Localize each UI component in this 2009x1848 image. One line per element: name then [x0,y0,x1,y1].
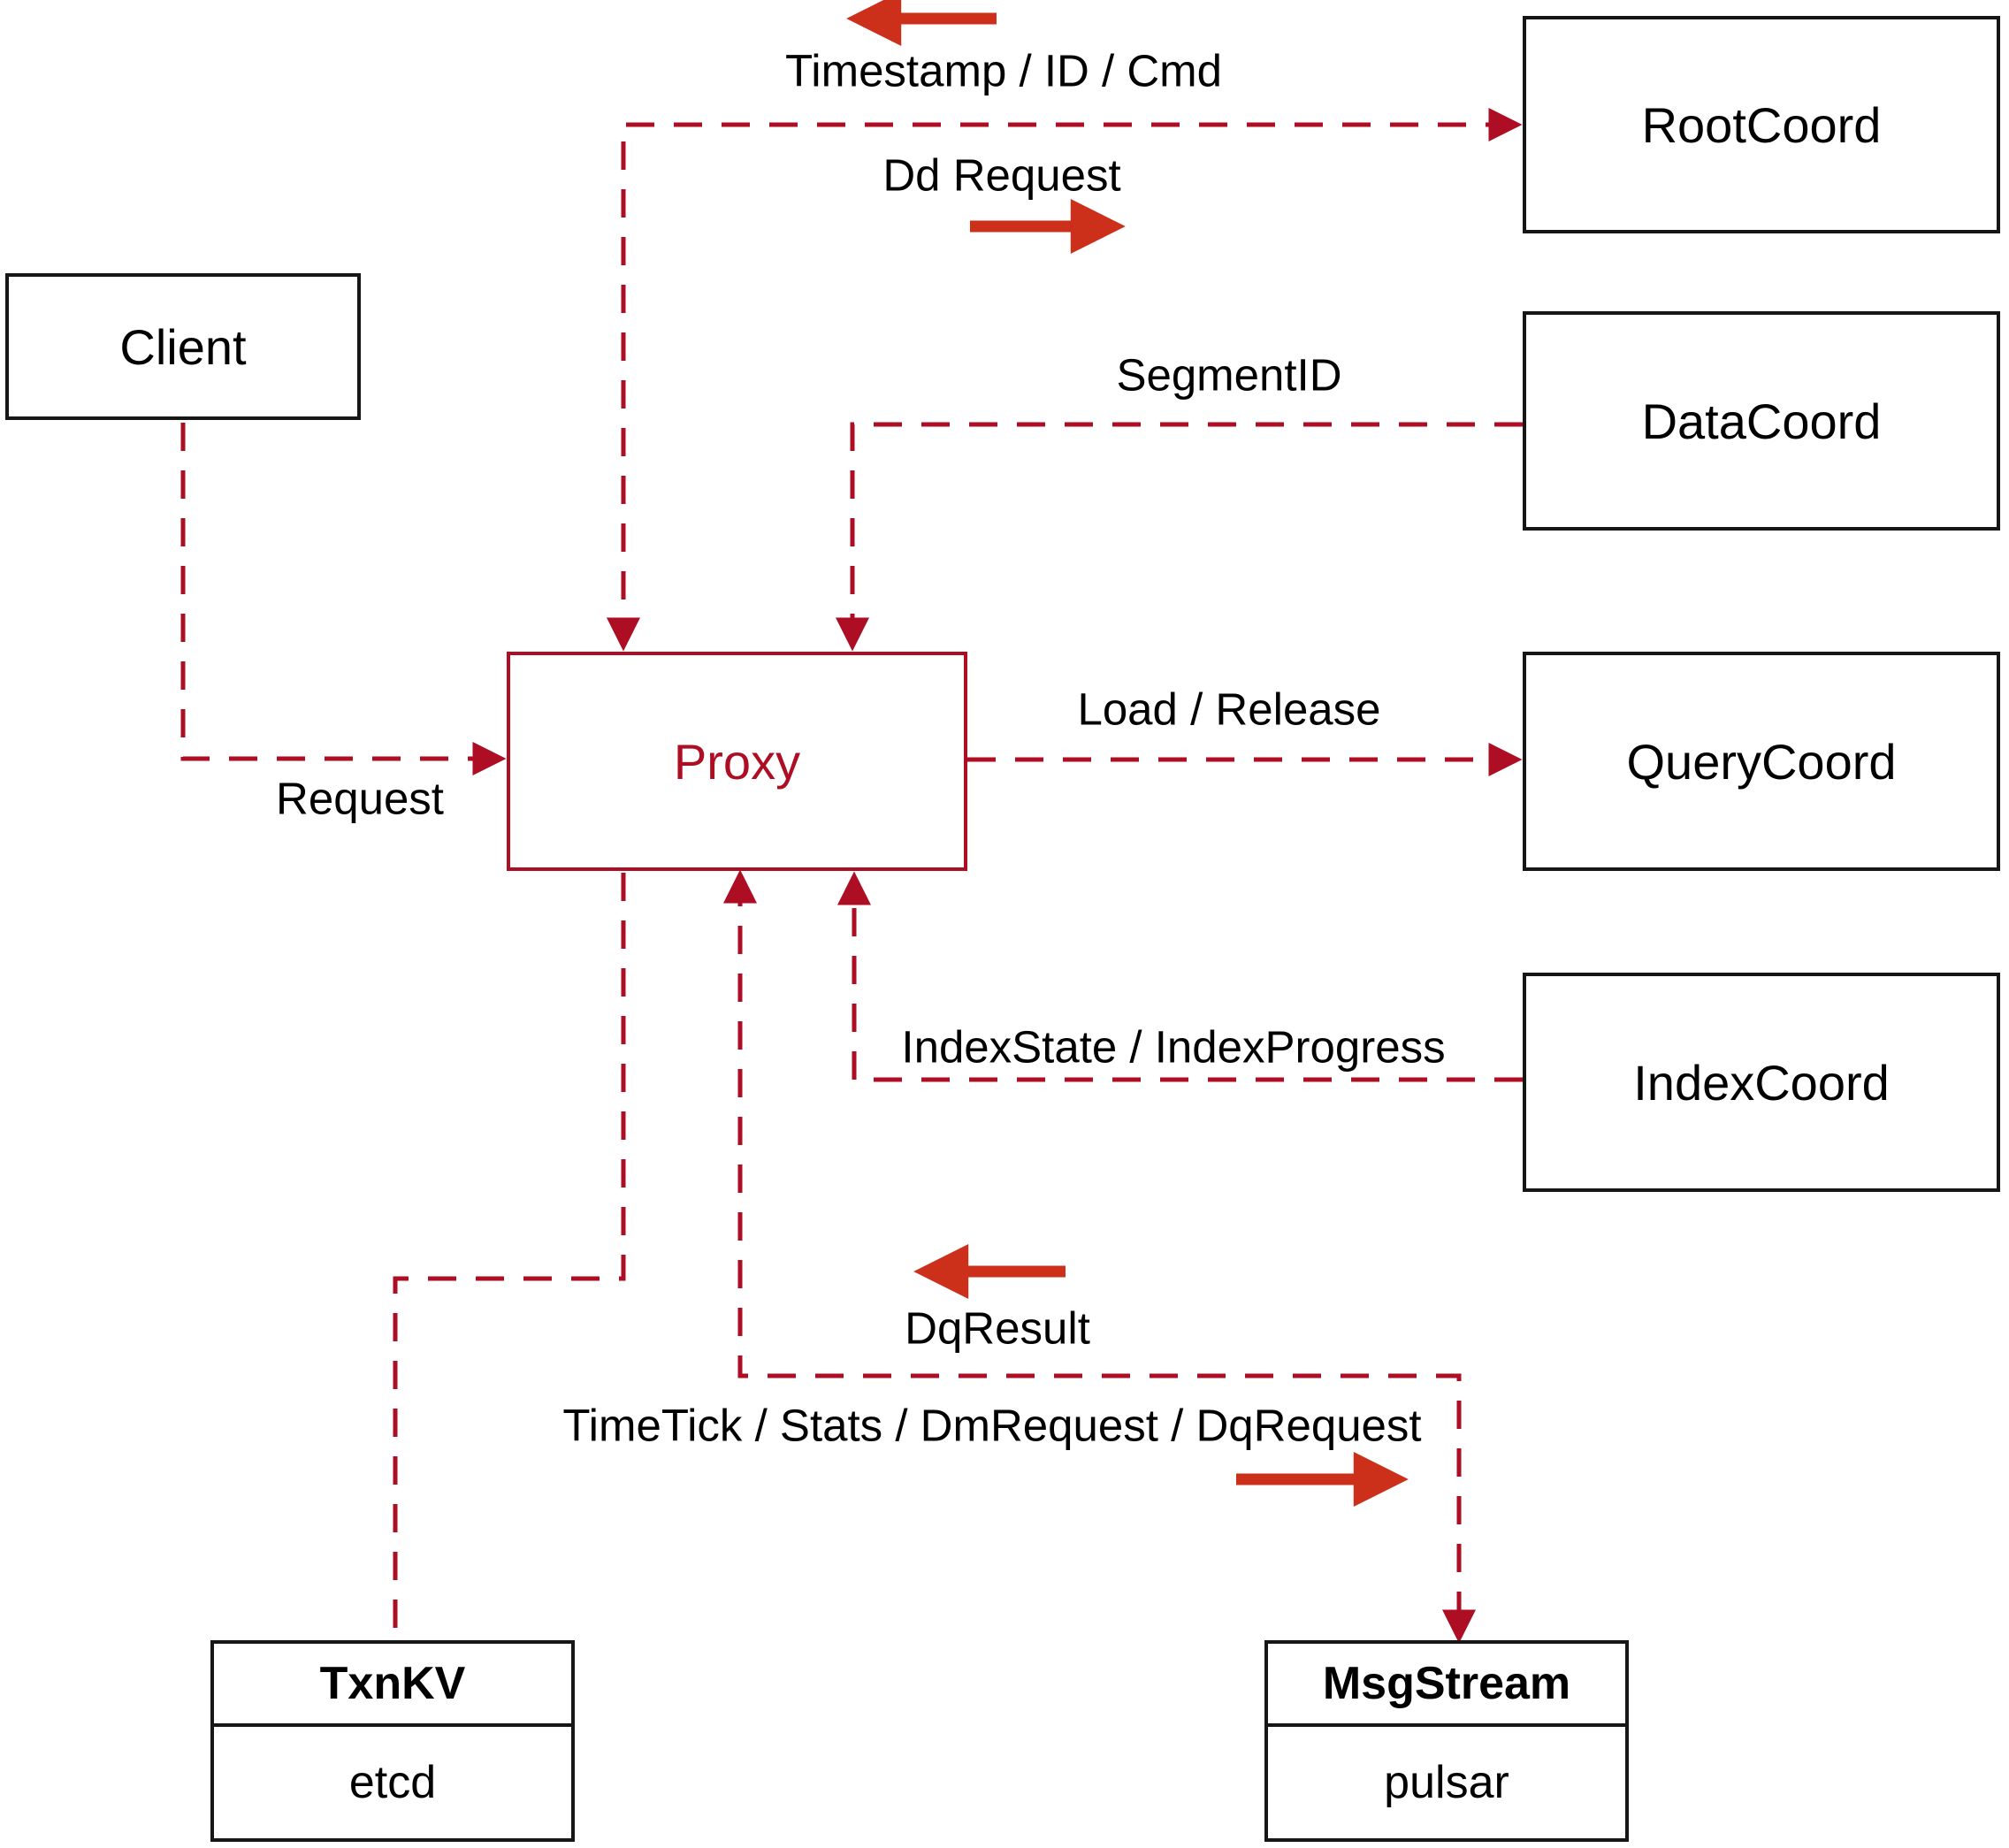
client-label: Client [119,318,247,375]
msgstream-title: MsgStream [1268,1644,1625,1727]
client-node: Client [5,273,361,420]
msgstream-node: MsgStream pulsar [1264,1640,1629,1842]
querycoord-node: QueryCoord [1523,652,2000,871]
rootcoord-node: RootCoord [1523,16,2000,233]
proxy-label: Proxy [673,733,801,790]
edge-label-segment-id: SegmentID [1116,349,1342,401]
msgstream-subtitle: pulsar [1384,1757,1509,1808]
edge-label-dd-request: Dd Request [882,149,1121,201]
dashed-edges [180,108,1523,1644]
direction-annotations [846,0,1409,1507]
indexcoord-label: IndexCoord [1633,1054,1890,1111]
rootcoord-label: RootCoord [1641,96,1882,153]
proxy-node: Proxy [507,652,967,871]
edge-proxy-msgstream [723,869,1476,1644]
txnkv-node: TxnKV etcd [210,1640,575,1842]
edge-label-request: Request [276,773,444,824]
edge-label-index-state-progress: IndexState / IndexProgress [901,1021,1446,1073]
edge-label-dq-result: DqResult [905,1302,1090,1354]
txnkv-subtitle: etcd [348,1757,437,1808]
txnkv-title: TxnKV [214,1644,571,1727]
datacoord-label: DataCoord [1641,393,1882,449]
edge-proxy-rootcoord [607,108,1523,652]
querycoord-label: QueryCoord [1626,733,1897,790]
edge-client-proxy [180,423,507,775]
indexcoord-node: IndexCoord [1523,973,2000,1192]
edge-datacoord-proxy [836,422,1523,652]
datacoord-node: DataCoord [1523,311,2000,531]
edge-label-load-release: Load / Release [1077,683,1381,735]
edge-label-timetick-stats: TimeTick / Stats / DmRequest / DqRequest [562,1400,1422,1451]
edge-label-timestamp-id-cmd: Timestamp / ID / Cmd [784,45,1223,96]
edge-proxy-txnkv [393,873,626,1637]
